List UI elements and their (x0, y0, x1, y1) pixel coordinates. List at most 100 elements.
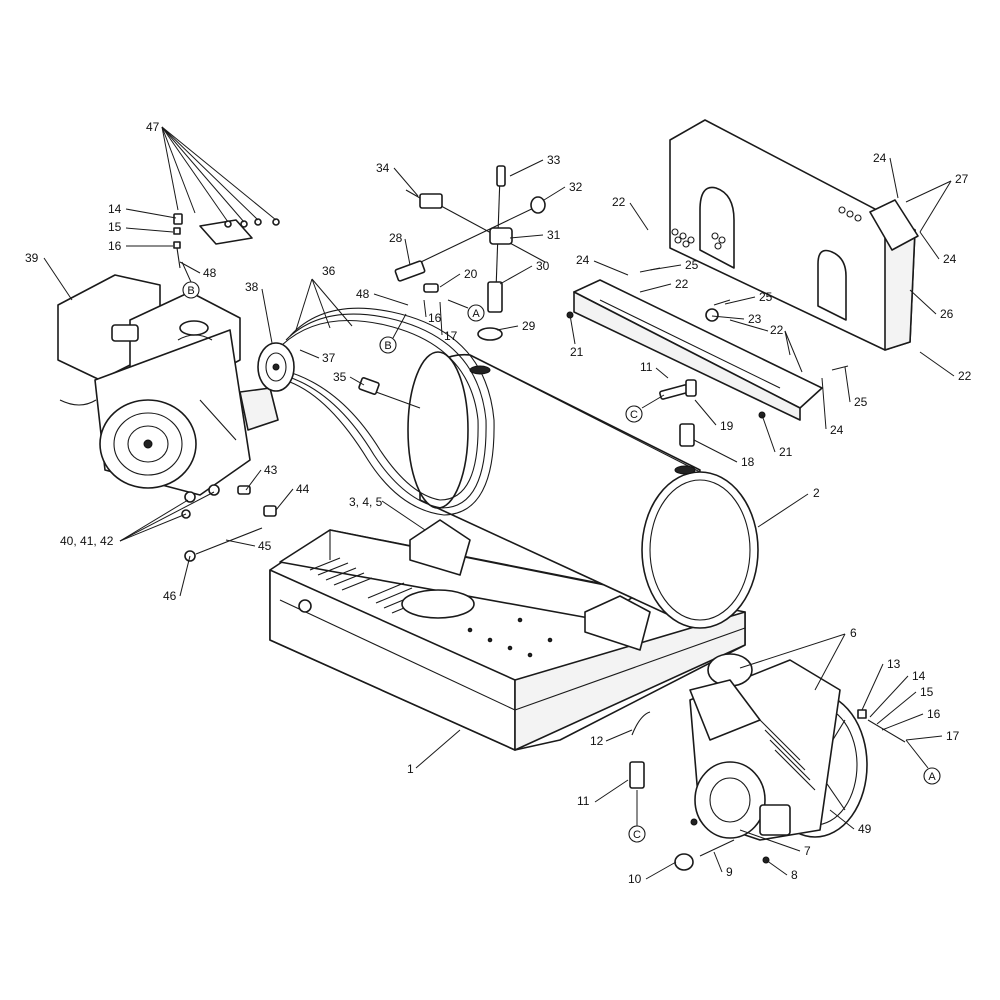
leader-line (311, 278, 331, 329)
callout-label: 23 (748, 312, 762, 326)
callout-label: 31 (547, 228, 561, 242)
leader-line (693, 439, 738, 463)
upper-fittings (659, 379, 697, 475)
leader-line (876, 691, 917, 725)
leader-line (245, 469, 262, 491)
callout-label: 22 (675, 277, 689, 291)
callout-label: 15 (108, 220, 122, 234)
leader-line (729, 319, 769, 332)
callout-label: 9 (726, 865, 733, 879)
callout-label: 19 (720, 419, 734, 433)
callout-label: 24 (873, 151, 887, 165)
leader-line (861, 663, 884, 711)
callout-label: 8 (791, 868, 798, 882)
callout-label: 24 (576, 253, 590, 267)
leader-line (404, 238, 411, 266)
callout-label: 30 (536, 259, 550, 273)
leader-line (161, 126, 179, 211)
callout-label: 26 (940, 307, 954, 321)
leader-line (739, 829, 801, 852)
callout-label: 7 (804, 844, 811, 858)
connector-circle (182, 281, 200, 299)
leader-line (439, 273, 461, 288)
callout-label: 20 (464, 267, 478, 281)
throttle-linkage (173, 213, 280, 269)
tank-saddles (409, 519, 651, 651)
leader-line (694, 399, 717, 426)
callout-label: 28 (389, 231, 403, 245)
connector-marker: A (923, 767, 941, 785)
leader-line (496, 325, 519, 331)
callout-label: 17 (946, 729, 960, 743)
connector-letter: A (472, 308, 480, 320)
leader-line (161, 126, 277, 221)
leader-line (569, 314, 576, 345)
leader-line (919, 180, 952, 233)
connector-leader (447, 299, 469, 309)
compressor-pump (689, 653, 868, 841)
leader-line (594, 779, 629, 803)
gas-engine (57, 274, 279, 496)
leader-line (645, 861, 677, 880)
leader-line (161, 126, 259, 221)
leader-line (821, 377, 827, 430)
callout-label: 21 (779, 445, 793, 459)
callout-label: 32 (569, 180, 583, 194)
leader-line (629, 202, 649, 231)
leader-line (439, 301, 443, 336)
connector-letter: A (928, 771, 936, 783)
leader-line (299, 349, 320, 359)
connector-marker: C (625, 405, 643, 423)
callout-label: 22 (958, 369, 972, 383)
callout-label: 15 (920, 685, 934, 699)
callout-label: 11 (640, 360, 653, 374)
leader-line (639, 283, 672, 293)
callout-label: 14 (912, 669, 926, 683)
leader-line (161, 126, 229, 223)
callout-label: 27 (955, 172, 969, 186)
callout-label: 16 (108, 239, 122, 253)
leader-line (881, 713, 924, 731)
leader-line (889, 157, 899, 199)
leader-line (784, 330, 803, 373)
leader-line (784, 330, 791, 356)
leader-line (373, 293, 409, 306)
leader-line (119, 491, 215, 542)
leader-line (909, 289, 937, 315)
callout-label: 21 (570, 345, 584, 359)
leader-line (225, 539, 256, 547)
connector-marker: B (182, 281, 200, 299)
leader-line (125, 227, 174, 233)
callout-label: 46 (163, 589, 177, 603)
leader-line (393, 167, 419, 197)
drive-belt (281, 307, 495, 516)
callout-labels: 4714151648393836373534333231283020481617… (25, 120, 972, 886)
callout-label: 25 (854, 395, 868, 409)
callout-label: 2 (813, 486, 820, 500)
callout-label: 10 (628, 872, 642, 886)
leader-line (761, 414, 776, 453)
leader-line (509, 159, 544, 177)
callout-label: 11 (577, 794, 590, 808)
callout-label: 37 (322, 351, 336, 365)
callout-label: 16 (428, 311, 442, 325)
pump-fittings (629, 709, 906, 789)
guard-rail (566, 267, 849, 421)
leader-line (757, 493, 809, 528)
callout-label: 16 (927, 707, 941, 721)
callout-label: 48 (203, 266, 217, 280)
leader-line (905, 735, 943, 741)
callout-label: 34 (376, 161, 390, 175)
connector-letter: B (384, 340, 391, 352)
engine-pulley (257, 342, 295, 392)
callout-label: 25 (685, 258, 699, 272)
callout-label: 39 (25, 251, 39, 265)
callout-label: 17 (444, 329, 458, 343)
callout-label: 49 (858, 822, 872, 836)
callout-label: 24 (830, 423, 844, 437)
leader-line (713, 851, 723, 873)
leader-line (179, 555, 191, 597)
connector-leader (392, 313, 407, 339)
